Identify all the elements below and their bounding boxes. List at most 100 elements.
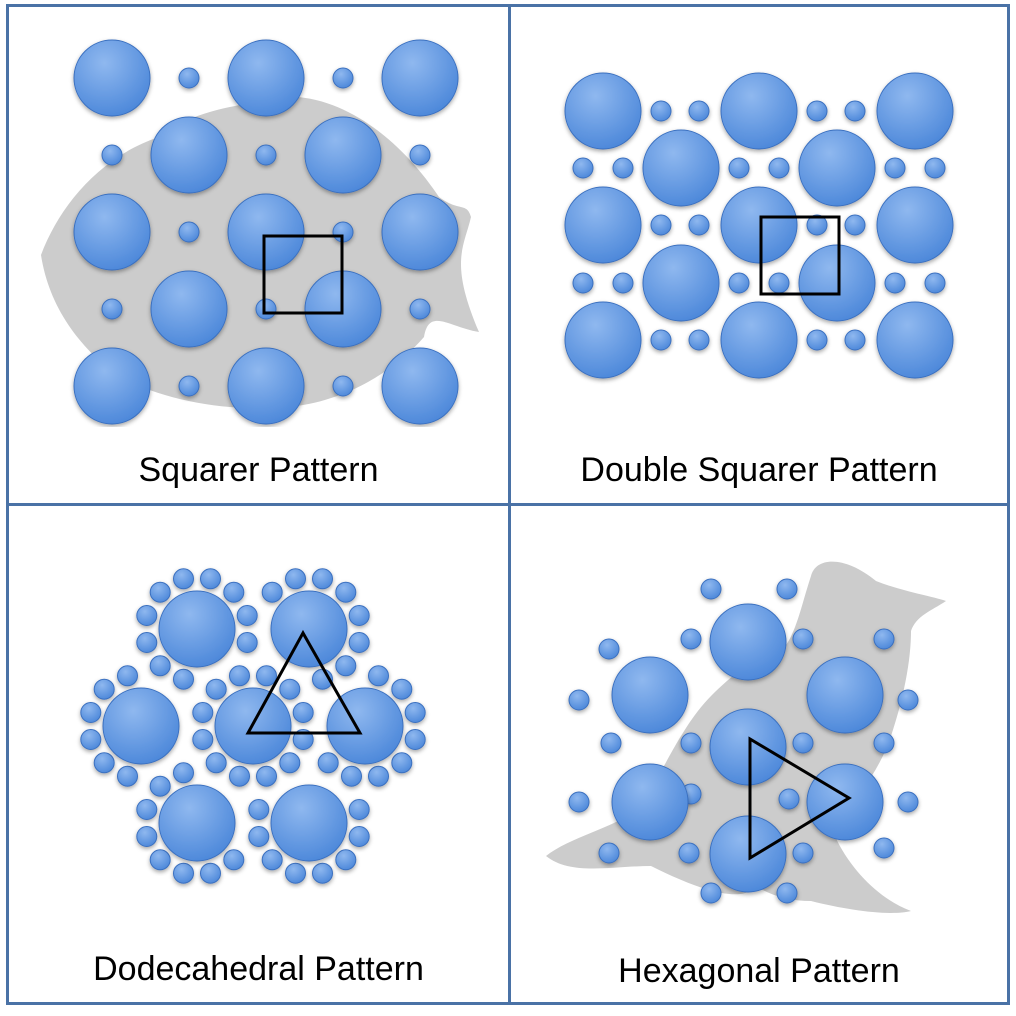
small-circle xyxy=(404,702,426,723)
small-circle xyxy=(680,732,702,754)
small-circle xyxy=(173,668,194,690)
small-circle xyxy=(873,837,895,859)
large-circle xyxy=(227,193,305,271)
panel-squarer-pattern: Squarer Pattern xyxy=(6,4,511,506)
small-circle xyxy=(332,67,354,89)
small-circle xyxy=(279,752,301,774)
small-circle xyxy=(312,862,333,884)
small-circle xyxy=(285,862,306,884)
small-circle xyxy=(261,849,283,871)
small-circle xyxy=(568,791,590,813)
small-circle xyxy=(335,849,357,871)
large-circle xyxy=(611,656,689,734)
small-circle xyxy=(200,862,221,884)
small-circle xyxy=(924,157,946,179)
caption-dodecahedral-pattern: Dodecahedral Pattern xyxy=(93,950,424,988)
small-circle xyxy=(229,765,250,787)
small-circle xyxy=(348,826,370,847)
small-circle xyxy=(598,842,620,864)
small-circle xyxy=(192,702,214,723)
small-circle xyxy=(612,157,634,179)
small-circle xyxy=(205,752,227,774)
small-circle xyxy=(101,298,123,320)
small-circle xyxy=(101,144,123,166)
large-circle xyxy=(720,301,798,379)
small-circle xyxy=(117,665,138,687)
small-circle xyxy=(173,762,194,784)
small-circle xyxy=(261,581,283,603)
small-circle xyxy=(178,375,200,397)
small-circle xyxy=(93,678,115,700)
unit-cell-square xyxy=(262,234,344,315)
large-circle xyxy=(564,301,642,379)
small-circle xyxy=(136,605,158,626)
small-circle xyxy=(248,799,270,820)
small-circle xyxy=(348,632,370,653)
caption-double-squarer-pattern: Double Squarer Pattern xyxy=(580,451,938,489)
small-circle xyxy=(236,605,258,626)
small-circle xyxy=(884,157,906,179)
small-circle xyxy=(700,578,722,600)
small-circle xyxy=(368,665,389,687)
small-circle xyxy=(136,826,158,847)
small-circle xyxy=(768,272,790,294)
small-circle xyxy=(404,729,426,750)
large-circle xyxy=(642,129,720,207)
large-circle xyxy=(381,347,459,425)
small-circle xyxy=(806,329,828,351)
small-circle xyxy=(650,100,672,122)
small-circle xyxy=(792,732,814,754)
small-circle xyxy=(768,157,790,179)
small-circle xyxy=(844,329,866,351)
small-circle xyxy=(93,752,115,774)
small-circle xyxy=(236,632,258,653)
small-circle xyxy=(229,665,250,687)
small-circle xyxy=(409,144,431,166)
large-circle xyxy=(102,687,180,765)
small-circle xyxy=(255,144,277,166)
small-circle xyxy=(806,214,828,236)
large-circle xyxy=(150,270,228,348)
small-circle xyxy=(312,568,333,590)
large-circle xyxy=(158,784,236,862)
large-circle xyxy=(73,193,151,271)
small-circle xyxy=(173,568,194,590)
large-circle xyxy=(876,301,954,379)
large-circle xyxy=(709,603,787,681)
large-circle xyxy=(720,186,798,264)
large-circle xyxy=(73,347,151,425)
small-circle xyxy=(335,581,357,603)
small-circle xyxy=(924,272,946,294)
small-circle xyxy=(149,655,171,677)
small-circle xyxy=(650,329,672,351)
small-circle xyxy=(680,628,702,650)
large-circle xyxy=(720,72,798,150)
small-circle xyxy=(255,298,277,320)
small-circle xyxy=(728,272,750,294)
large-circle xyxy=(73,39,151,117)
small-circle xyxy=(149,849,171,871)
large-circle xyxy=(876,186,954,264)
large-circle xyxy=(270,590,348,668)
small-circle xyxy=(391,678,413,700)
large-circle xyxy=(798,129,876,207)
small-circle xyxy=(223,581,245,603)
large-circle xyxy=(564,186,642,264)
large-circle xyxy=(798,244,876,322)
small-circle xyxy=(778,788,800,810)
small-circle xyxy=(178,221,200,243)
small-circle xyxy=(650,214,672,236)
unit-cell-square xyxy=(759,215,841,296)
small-circle xyxy=(80,702,102,723)
double-squarer-pattern-diagram xyxy=(564,72,954,379)
large-circle xyxy=(709,708,787,786)
small-circle xyxy=(368,765,389,787)
small-circle xyxy=(285,568,306,590)
small-circle xyxy=(200,568,221,590)
small-circle xyxy=(136,799,158,820)
large-circle xyxy=(642,244,720,322)
small-circle xyxy=(292,702,314,723)
small-circle xyxy=(844,214,866,236)
dodecahedral-pattern-diagram xyxy=(80,568,426,884)
